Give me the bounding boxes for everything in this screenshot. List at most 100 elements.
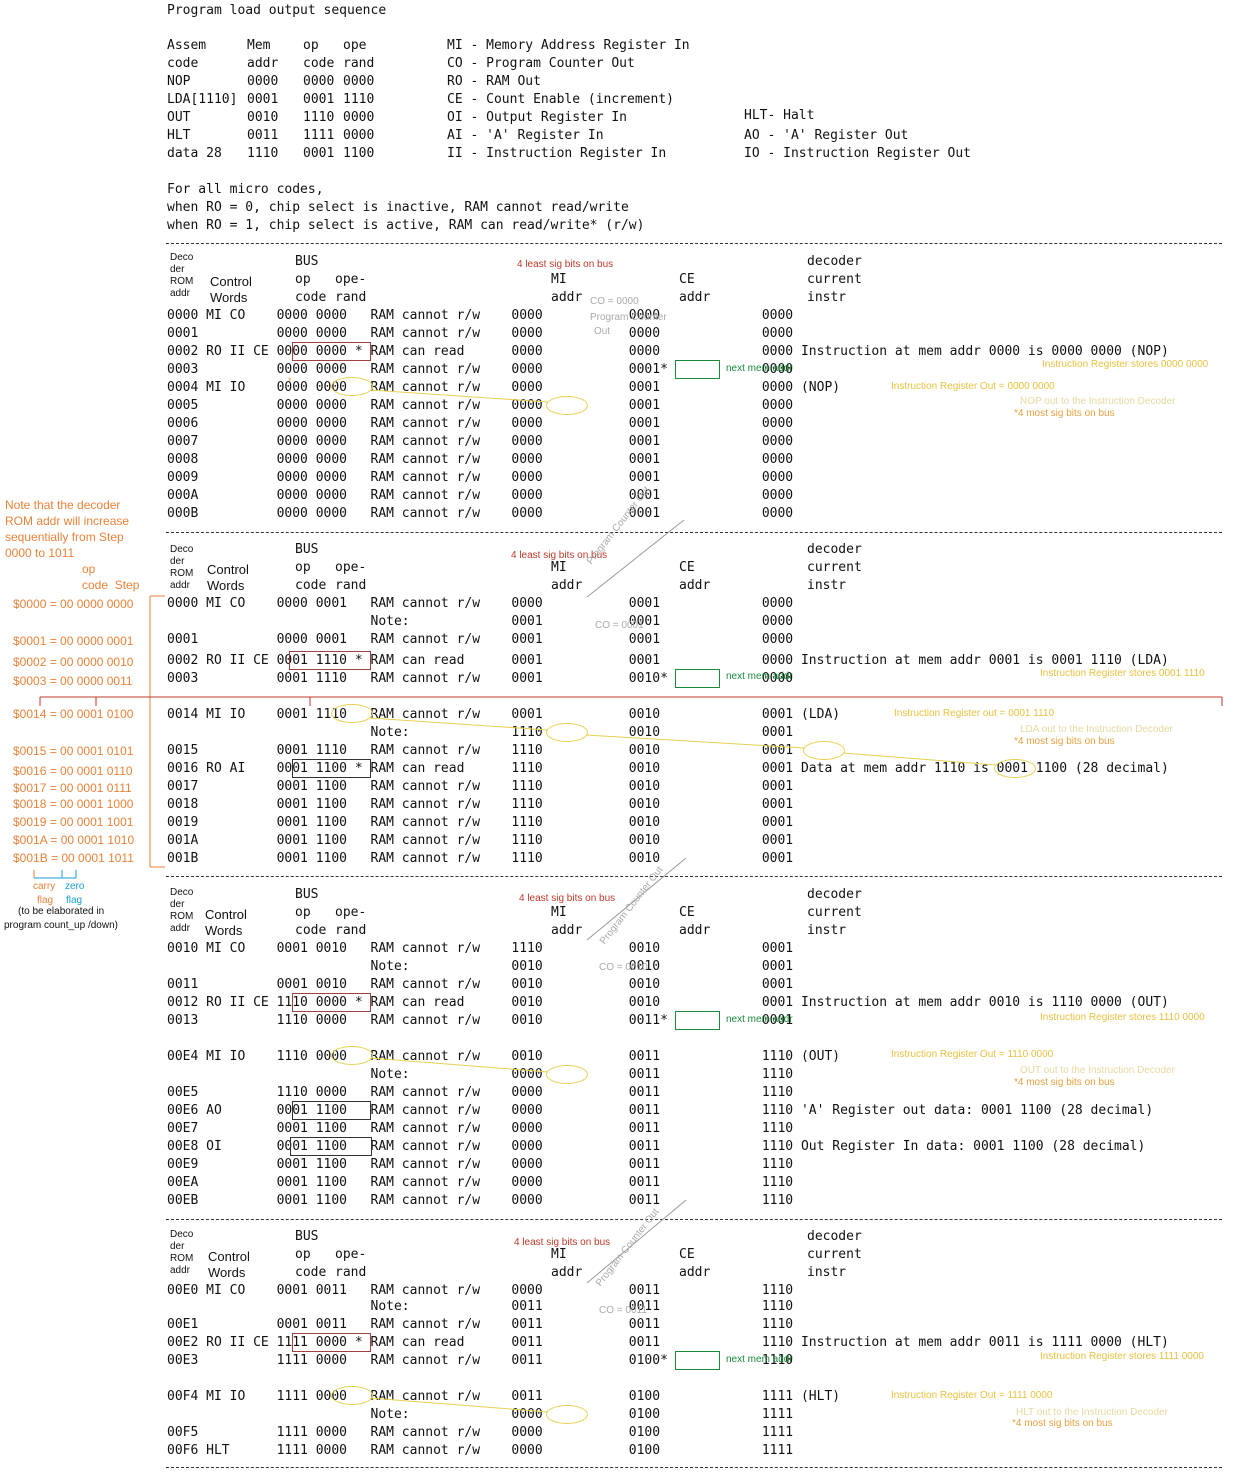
co-note: CO = 0010 [599,962,648,973]
ce-box [675,1351,720,1370]
decoder-out-note: NOP out to the Instruction Decoder [1020,396,1176,407]
next-mem-addr-note: next mem addr [726,671,793,682]
step-line: $001B = 00 0001 1011 [13,851,134,865]
highlight-ellipse [331,1046,373,1065]
program-cell: addr [247,56,279,71]
legend-item: MI - Memory Address Register In [447,38,690,53]
mi-label: MI [551,560,567,575]
divider [166,1467,1222,1468]
table-row: 000B 0000 0000 RAM cannot r/w 0000 0001 … [167,506,794,521]
highlight-ellipse [803,741,845,760]
highlight-ellipse [546,723,588,742]
bus-label: BUS [295,887,319,902]
table-row: 0009 0000 0000 RAM cannot r/w 0000 0001 … [167,470,794,485]
highlight-ellipse [331,1386,373,1405]
ir-stores-note: Instruction Register stores 0001 1110 [1040,668,1205,679]
table-row: Note: 0001 0001 0000 [167,614,794,629]
table-row: Note: 0011 0011 1110 [167,1299,794,1314]
table-row: 0001 0000 0000 RAM cannot r/w 0000 0000 … [167,326,794,341]
mi-label: MI [551,272,567,287]
decoder-out-note: OUT out to the Instruction Decoder [1020,1065,1175,1076]
table-row: 000A 0000 0000 RAM cannot r/w 0000 0001 … [167,488,794,503]
co-note: CO = 0000 [590,296,639,307]
ce-box [675,1011,720,1030]
program-cell: op [303,38,319,53]
ir-out-note: Instruction Register Out = 1111 0000 [891,1390,1053,1401]
ir-out-note: Instruction Register Out = 1110 0000 [891,1049,1054,1060]
zero-flag-label: zero [65,881,85,892]
note-line: For all micro codes, [167,182,324,197]
highlight-ellipse [331,704,373,723]
decoder-label: decoder [807,542,862,557]
instr-label: instr [807,290,847,305]
table-row: 00E7 0001 1100 RAM cannot r/w 0000 0011 … [167,1121,794,1136]
lsb-note: 4 least sig bits on bus [511,550,608,561]
table-row: 0015 0001 1110 RAM cannot r/w 1110 0010 … [167,743,794,758]
ce-addr-label: addr [679,1265,711,1280]
program-cell: rand [343,56,375,71]
program-cell: LDA[1110] [167,92,238,107]
table-row: 00E5 1110 0000 RAM cannot r/w 0000 0011 … [167,1085,794,1100]
rand-label: rand [335,290,367,305]
table-row: 00EB 0001 1100 RAM cannot r/w 0000 0011 … [167,1193,794,1208]
mi-addr-label: addr [551,290,583,305]
legend-item: CO - Program Counter Out [447,56,635,71]
program-cell: 0011 [247,128,279,143]
code-label: code [295,1265,327,1280]
pc-note: Out [594,326,611,337]
code-step-label: code Step [82,578,140,592]
table-row: 0006 0000 0000 RAM cannot r/w 0000 0001 … [167,416,794,431]
zero-flag-label: flag [66,895,83,906]
program-cell: 1110 [303,110,335,125]
program-cell: 0000 [343,128,375,143]
program-cell: 1111 [303,128,335,143]
mi-addr-label: addr [551,923,583,938]
lsb-note: 4 least sig bits on bus [517,259,614,270]
most-sig-note: *4 most sig bits on bus [1014,1077,1115,1088]
bus-box [289,651,371,670]
program-cell: data 28 [167,146,222,161]
step-line: $0018 = 00 0001 1000 [13,797,134,811]
note-line: when RO = 1, chip select is active, RAM … [167,218,645,233]
program-cell: code [303,56,335,71]
pc-note: Program Counter [590,312,667,323]
next-mem-addr-note: next mem addr [726,1354,793,1365]
table-row: 00E3 1111 0000 RAM cannot r/w 0011 0100*… [167,1353,794,1368]
table-row: 00E4 MI IO 1110 0000 RAM cannot r/w 0010… [167,1049,841,1064]
table-row: 0019 0001 1100 RAM cannot r/w 1110 0010 … [167,815,794,830]
op-label: op [295,272,311,287]
table-row: 0004 MI IO 0000 0000 RAM cannot r/w 0000… [167,380,841,395]
step-line: $001A = 00 0001 1010 [13,833,135,847]
bus-label: BUS [295,254,319,269]
legend-item: RO - RAM Out [447,74,541,89]
operand-label: ope- [335,272,367,287]
divider [166,876,1222,877]
rand-label: rand [335,578,367,593]
legend-item: IO - Instruction Register Out [744,146,971,161]
elaboration-note: (to be elaborated in [18,906,105,917]
table-row: 0016 RO AI 0001 1100 * RAM can read 1110… [167,761,1169,776]
op-label: op [295,560,311,575]
bus-box [292,759,371,778]
step-line: $0002 = 00 0000 0010 [13,655,134,669]
mi-label: MI [551,1247,567,1262]
program-row: Assem [167,38,207,53]
table-row: 0011 0001 0010 RAM cannot r/w 0010 0010 … [167,977,794,992]
ir-out-note: Instruction Register Out = 0000 0000 [891,381,1055,392]
table-row: 0017 0001 1100 RAM cannot r/w 1110 0010 … [167,779,794,794]
current-label: current [807,560,862,575]
program-cell: 0001 [303,146,335,161]
table-row: 00F5 1111 0000 RAM cannot r/w 0000 0100 … [167,1425,794,1440]
table-row: 00F6 HLT 1111 0000 RAM cannot r/w 0000 0… [167,1443,794,1458]
ir-stores-note: Instruction Register stores 0000 0000 [1042,359,1209,370]
ce-addr-label: addr [679,578,711,593]
program-cell: Mem [247,38,271,53]
ce-addr-label: addr [679,290,711,305]
highlight-ellipse [994,759,1036,778]
next-mem-addr-note: next mem addr [726,1014,793,1025]
decoder-out-note: LDA out to the Instruction Decoder [1020,724,1173,735]
